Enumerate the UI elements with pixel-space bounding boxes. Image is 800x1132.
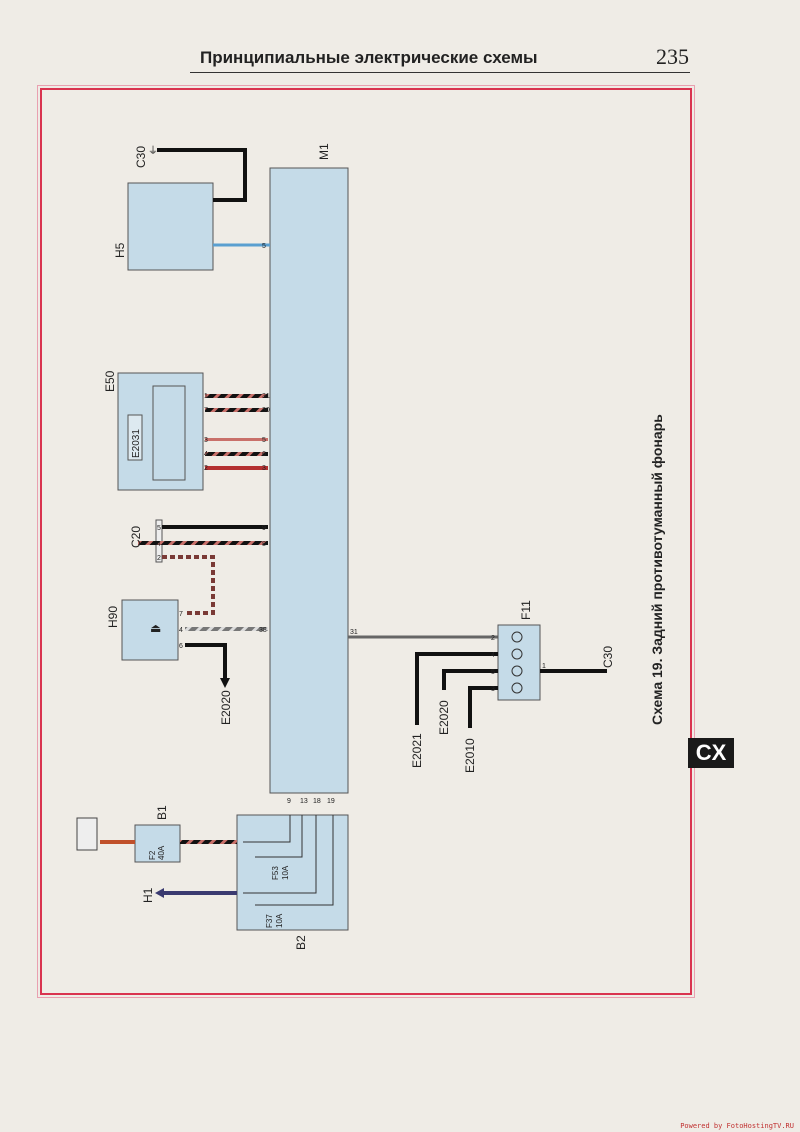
- battery-icon: [76, 817, 98, 851]
- m1-label: M1: [317, 143, 331, 160]
- wire-e50-4: [205, 452, 268, 456]
- wire-h5-ground: [157, 148, 247, 202]
- wire-c20-h90: [162, 555, 215, 615]
- m1-pin: 38: [259, 627, 267, 634]
- b2-module: [236, 814, 349, 931]
- fuse-f53-rating: 10A: [281, 865, 290, 880]
- arrow-icon: [220, 678, 230, 688]
- m1-pin: 30: [262, 407, 270, 414]
- e50-pin: 4: [204, 451, 208, 458]
- wire-e50-2: [205, 408, 268, 412]
- m1-pin: 31: [350, 629, 358, 636]
- b2-pin: 18: [313, 798, 321, 805]
- c20-label: C20: [129, 526, 143, 548]
- wire-b1-b2: [180, 840, 237, 844]
- e50-pin: 3: [204, 437, 208, 444]
- header-rule: [190, 72, 690, 73]
- h90-module: [121, 599, 179, 661]
- e2021-label: E2021: [410, 733, 424, 768]
- c20-pin: 4: [157, 541, 161, 548]
- m1-pin: 9: [262, 525, 266, 532]
- wire-f11-e2010: [468, 686, 498, 728]
- section-tab: CX: [688, 738, 734, 768]
- m1-pin: 3: [262, 465, 266, 472]
- h90-label: H90: [106, 606, 120, 628]
- m1-pin: 31: [262, 393, 270, 400]
- m1-pin: 5: [262, 437, 266, 444]
- page-header-title: Принципиальные электрические схемы: [200, 48, 538, 67]
- diagram-caption: Схема 19. Задний противотуманный фонарь: [649, 414, 665, 725]
- b2-internal-wiring: [243, 815, 334, 906]
- e2020-label: E2020: [437, 700, 451, 735]
- wire-e50-3: [205, 438, 268, 441]
- m1-pin: 8: [262, 541, 266, 548]
- b2-pin: 13: [300, 798, 308, 805]
- f11-pin: 2: [491, 635, 495, 642]
- b1-label: B1: [155, 805, 169, 820]
- h5-module: [127, 182, 214, 271]
- e2020-label: E2020: [219, 690, 233, 725]
- e50-label: E50: [103, 370, 117, 392]
- lamp-icon: [511, 665, 523, 677]
- e2031-box: [127, 414, 143, 461]
- fuse-f2-rating: 40A: [157, 845, 166, 860]
- e2031-label: E2031: [131, 429, 142, 458]
- f11-module: [497, 624, 541, 701]
- f11-pin: 4: [491, 652, 495, 659]
- e50-pin: 1: [204, 393, 208, 400]
- h1-label: H1: [141, 887, 155, 903]
- c20-pin: 2: [157, 555, 161, 562]
- wire-f11-e2020: [442, 669, 498, 690]
- fuse-f37-rating: 10A: [275, 913, 284, 928]
- wire-e50-5: [205, 466, 268, 470]
- page-number: 235: [656, 44, 689, 69]
- c20-pin: 5: [157, 525, 161, 532]
- lamp-icon: [511, 682, 523, 694]
- lamp-icon: [511, 631, 523, 643]
- f11-label: F11: [519, 600, 533, 620]
- e50-pin: 7: [204, 407, 208, 414]
- wire-c20-4: [138, 541, 268, 545]
- c30-right-label: C30: [601, 646, 615, 668]
- f11-pin: 1: [542, 663, 546, 670]
- h90-pin: 4: [179, 627, 183, 634]
- wire-h90-e2020: [185, 643, 227, 680]
- ground-symbol-icon: ⏚: [148, 145, 158, 157]
- diagram-frame: [37, 85, 695, 998]
- f11-pin: 5: [491, 669, 495, 676]
- e50-inner-block: [152, 385, 186, 481]
- wire-h90-m1: [185, 627, 268, 631]
- wire-e50-1: [205, 394, 268, 398]
- footer-credit: Powered by FotoHostingTV.RU: [680, 1122, 794, 1130]
- arrow-icon: [155, 888, 164, 898]
- b1-module: [134, 824, 181, 863]
- b2-pin: 9: [287, 798, 291, 805]
- fuse-f37-label: F37: [265, 914, 274, 928]
- m1-pin-h5: 5: [262, 243, 266, 250]
- fuse-f53-label: F53: [271, 866, 280, 880]
- e50-pin: 2: [204, 465, 208, 472]
- fuse-f2-label: F2: [148, 850, 157, 860]
- c30-top-label: C30: [134, 146, 148, 168]
- m1-module: [269, 167, 349, 794]
- f11-pin: 3: [491, 686, 495, 693]
- h90-pin: 6: [179, 643, 183, 650]
- m1-pin: 6: [262, 451, 266, 458]
- switch-icon: ⏏: [150, 621, 161, 635]
- h5-label: H5: [113, 242, 127, 258]
- e2010-label: E2010: [463, 738, 477, 773]
- lamp-icon: [511, 648, 523, 660]
- b2-pin: 19: [327, 798, 335, 805]
- h90-pin: 7: [179, 611, 183, 618]
- b2-label: B2: [294, 935, 308, 950]
- wire-f11-e2021: [415, 652, 498, 725]
